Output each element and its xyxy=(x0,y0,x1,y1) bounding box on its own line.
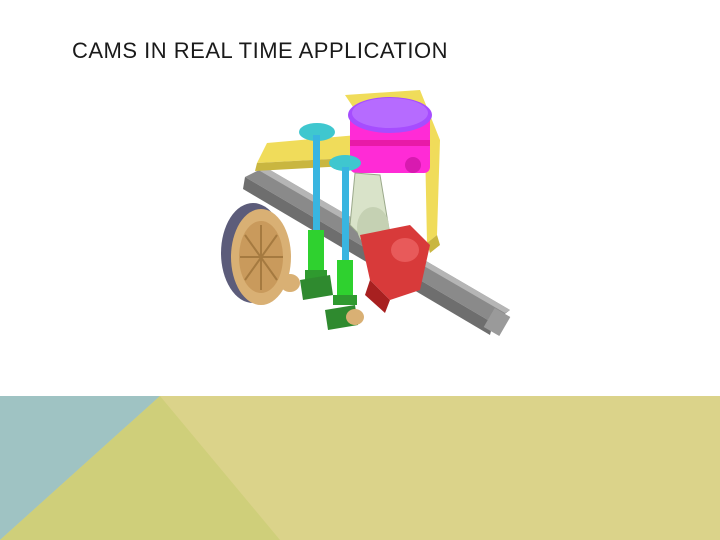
crank xyxy=(360,225,430,313)
piston xyxy=(348,97,432,173)
slide-title: CAMS IN REAL TIME APPLICATION xyxy=(72,38,448,63)
gear-wheel xyxy=(221,203,291,305)
cam-mechanism-illustration xyxy=(221,90,511,337)
valve-right xyxy=(329,155,361,305)
valve-left xyxy=(299,123,335,280)
cam-followers xyxy=(280,274,364,330)
footer-decoration xyxy=(0,396,720,540)
